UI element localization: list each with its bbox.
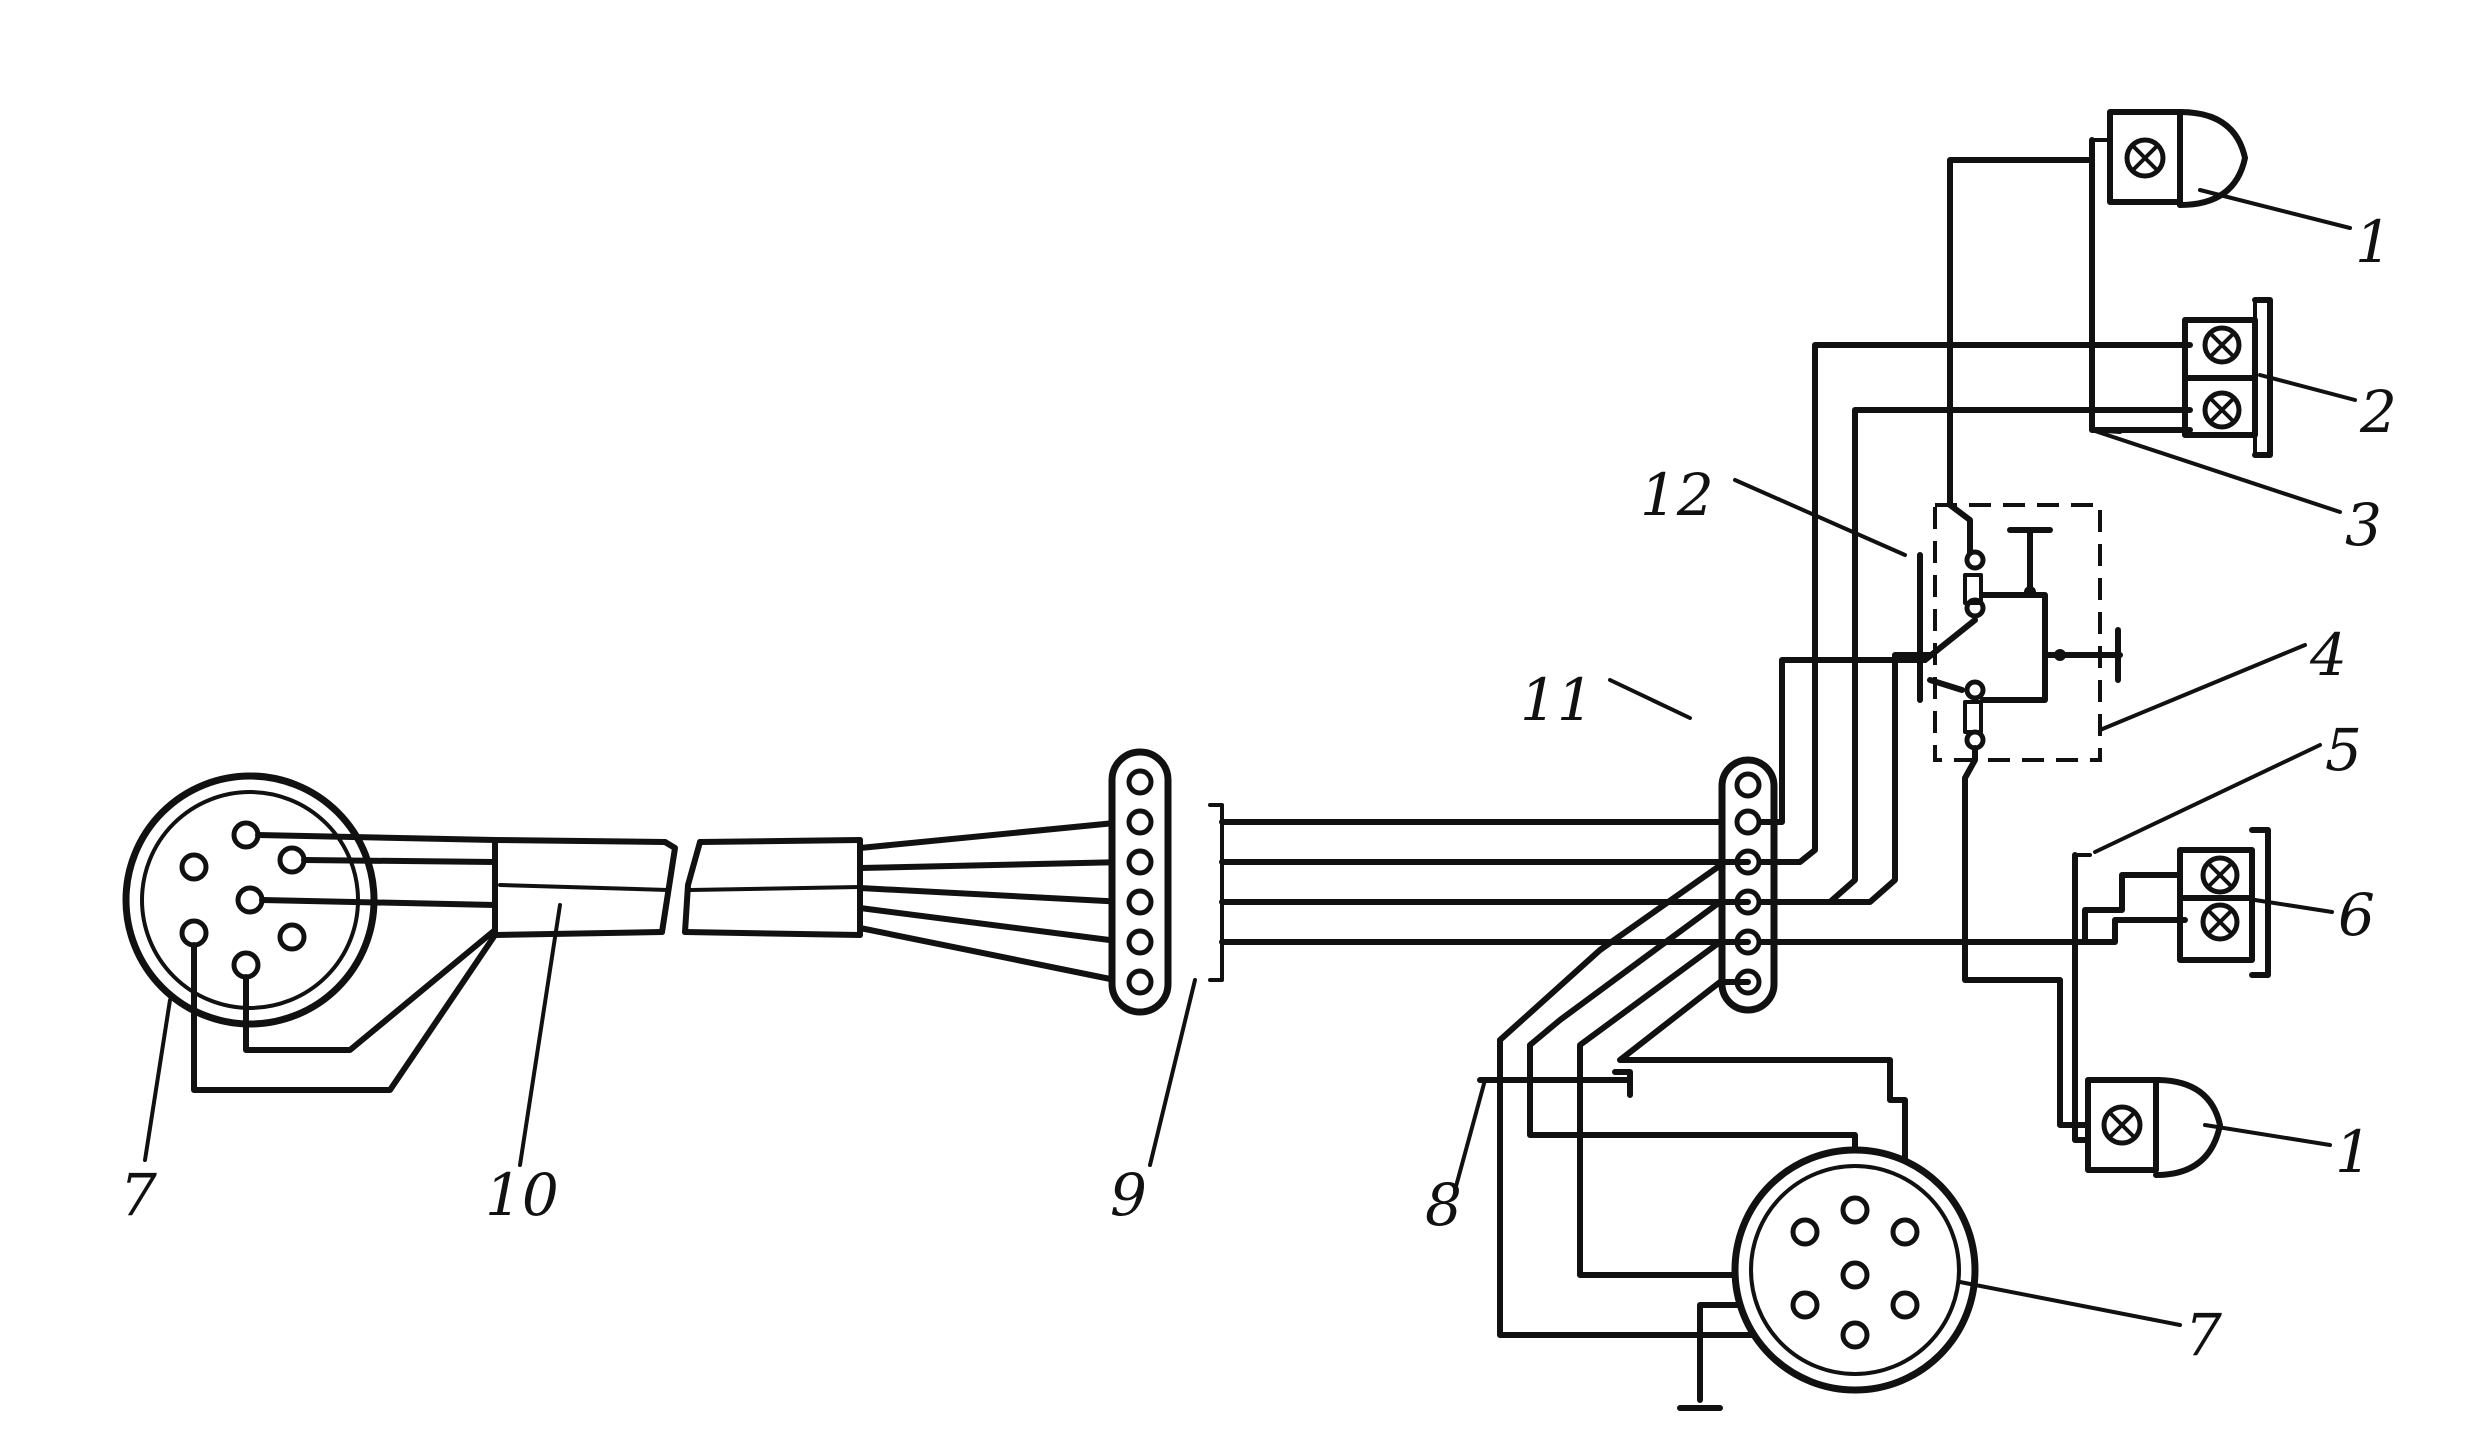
leader-lines xyxy=(143,188,2357,1327)
label-1-lower: 1 xyxy=(2335,1118,2372,1186)
switch-block xyxy=(1917,502,2123,1128)
label-3: 3 xyxy=(2345,491,2382,559)
lower-routing xyxy=(1477,859,1908,1411)
label-6: 6 xyxy=(2338,881,2375,949)
label-7-right: 7 xyxy=(2185,1301,2222,1369)
lamp-upper-single xyxy=(2107,109,2248,208)
right-socket xyxy=(1731,1146,1979,1394)
label-1-upper: 1 xyxy=(2355,208,2392,276)
label-4: 4 xyxy=(2309,621,2347,689)
label-7-left: 7 xyxy=(120,1161,157,1229)
label-11: 11 xyxy=(1520,666,1594,734)
lamp-lower-single xyxy=(2085,1077,2223,1178)
label-10: 10 xyxy=(485,1161,559,1229)
lamp-lower-pair xyxy=(2177,827,2271,978)
label-2: 2 xyxy=(2359,378,2397,446)
lower-right-wiring xyxy=(1757,852,2188,1143)
cable-sheath xyxy=(492,837,863,938)
label-9: 9 xyxy=(1110,1161,1147,1229)
terminal-block-11 xyxy=(1718,756,1778,1014)
terminal-block-9 xyxy=(1108,748,1224,1016)
label-5: 5 xyxy=(2325,716,2362,784)
label-12: 12 xyxy=(1640,461,1714,529)
left-socket-wires xyxy=(191,832,498,1093)
label-8: 8 xyxy=(1425,1171,1462,1239)
number-labels: 1 2 3 4 5 6 1 7 12 11 9 8 10 7 xyxy=(120,208,2397,1369)
cable-fanout xyxy=(857,819,1128,985)
main-bus xyxy=(1219,819,1725,945)
lamp-upper-pair xyxy=(2182,297,2273,458)
